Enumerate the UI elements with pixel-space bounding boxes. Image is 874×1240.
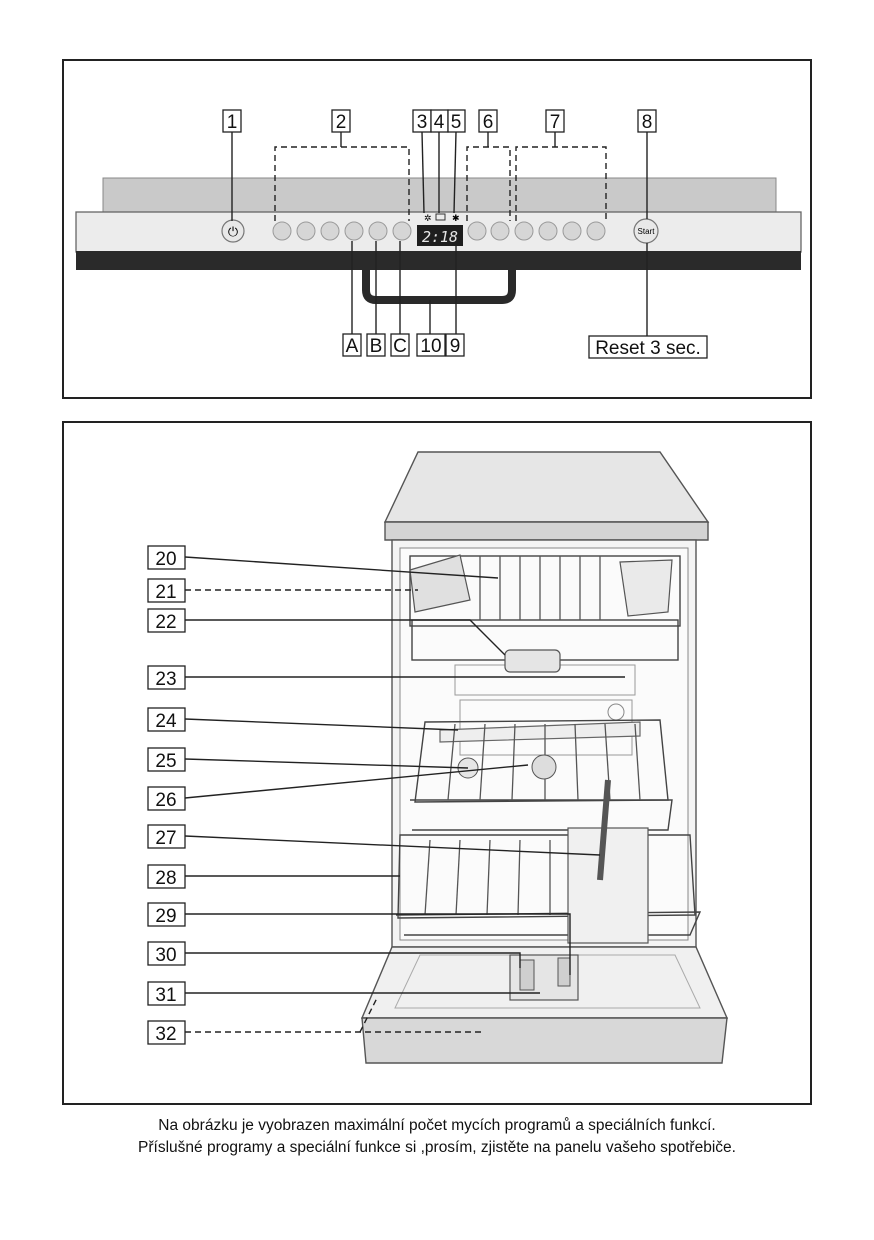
label-reset: Reset 3 sec.	[588, 335, 708, 359]
label-8: 8	[637, 109, 657, 133]
service-indicator-icon: ✱	[452, 213, 460, 223]
label-9: 9	[445, 333, 465, 357]
callout-21: 21	[147, 578, 186, 603]
callout-20: 20	[147, 545, 186, 570]
svg-text:9: 9	[450, 336, 461, 357]
label-6: 6	[478, 109, 498, 133]
option-button	[467, 221, 487, 241]
callout-23: 23	[147, 665, 186, 690]
upper-basket	[409, 554, 681, 673]
svg-text:A: A	[346, 336, 359, 357]
power-button	[221, 219, 245, 243]
upper-spray-arm-hub	[504, 649, 561, 673]
label-C: C	[390, 333, 410, 357]
svg-text:30: 30	[155, 945, 176, 966]
callout-24: 24	[147, 707, 186, 732]
upper-spray-arm	[439, 721, 641, 743]
label-A: A	[342, 333, 362, 357]
rinse-aid-indicator-icon: ✲	[424, 213, 432, 223]
power-icon: ⏻	[228, 224, 238, 239]
option-button	[514, 221, 534, 241]
dishwasher-callout-lines	[184, 556, 625, 1033]
caption-line-1: Na obrázku je vyobrazen maximální počet …	[158, 1117, 716, 1134]
svg-text:24: 24	[155, 711, 177, 732]
callout-29: 29	[147, 902, 186, 927]
callout-27: 27	[147, 824, 186, 849]
lower-basket	[395, 779, 702, 944]
filter-system	[531, 754, 557, 780]
label-10: 10	[416, 333, 446, 357]
svg-text:B: B	[370, 336, 383, 357]
label-5: 5	[447, 109, 466, 133]
program-button	[392, 221, 412, 241]
time-display	[417, 225, 463, 246]
figure-caption: Na obrázku je vyobrazen maximální počet …	[0, 1115, 874, 1159]
program-button	[272, 221, 292, 241]
program-button	[368, 221, 388, 241]
svg-text:26: 26	[155, 790, 176, 811]
svg-text:10: 10	[420, 336, 441, 357]
program-button	[344, 221, 364, 241]
cutlery-drawer	[409, 554, 471, 613]
svg-text:29: 29	[155, 906, 176, 927]
option-button	[586, 221, 606, 241]
program-button	[296, 221, 316, 241]
label-7: 7	[545, 109, 565, 133]
option-button	[490, 221, 510, 241]
option-button	[538, 221, 558, 241]
cutlery-basket	[567, 827, 649, 944]
callout-28: 28	[147, 864, 186, 889]
svg-text:6: 6	[483, 112, 494, 133]
option-button	[562, 221, 582, 241]
display-text: 2:18	[422, 228, 458, 246]
svg-text:3: 3	[417, 112, 428, 133]
svg-text:1: 1	[227, 112, 238, 133]
callout-31: 31	[147, 981, 186, 1006]
svg-text:Reset 3 sec.: Reset 3 sec.	[595, 338, 701, 359]
start-button	[633, 218, 659, 244]
svg-text:22: 22	[155, 612, 176, 633]
salt-indicator-icon	[435, 213, 446, 221]
svg-text:28: 28	[155, 868, 176, 889]
callout-26: 26	[147, 786, 186, 811]
label-2: 2	[331, 109, 351, 133]
svg-text:32: 32	[155, 1024, 176, 1045]
label-B: B	[366, 333, 386, 357]
caption-line-2: Příslušné programy a speciální funkce si…	[138, 1139, 736, 1156]
callout-32: 32	[147, 1020, 186, 1045]
label-1: 1	[222, 109, 242, 133]
door-handle	[362, 270, 516, 304]
svg-text:C: C	[393, 336, 407, 357]
panel-callout-lines	[231, 131, 648, 336]
svg-text:25: 25	[155, 751, 176, 772]
svg-text:23: 23	[155, 669, 176, 690]
label-4: 4	[430, 109, 449, 133]
svg-text:31: 31	[155, 985, 176, 1006]
svg-text:5: 5	[451, 112, 462, 133]
callout-25: 25	[147, 747, 186, 772]
svg-text:4: 4	[434, 112, 445, 133]
svg-text:20: 20	[155, 549, 176, 570]
svg-text:7: 7	[550, 112, 561, 133]
svg-text:8: 8	[642, 112, 653, 133]
start-button-label: Start	[638, 227, 656, 236]
callout-30: 30	[147, 941, 186, 966]
callout-22: 22	[147, 608, 186, 633]
svg-text:2: 2	[336, 112, 347, 133]
program-button	[320, 221, 340, 241]
svg-text:21: 21	[155, 582, 176, 603]
svg-text:27: 27	[155, 828, 176, 849]
